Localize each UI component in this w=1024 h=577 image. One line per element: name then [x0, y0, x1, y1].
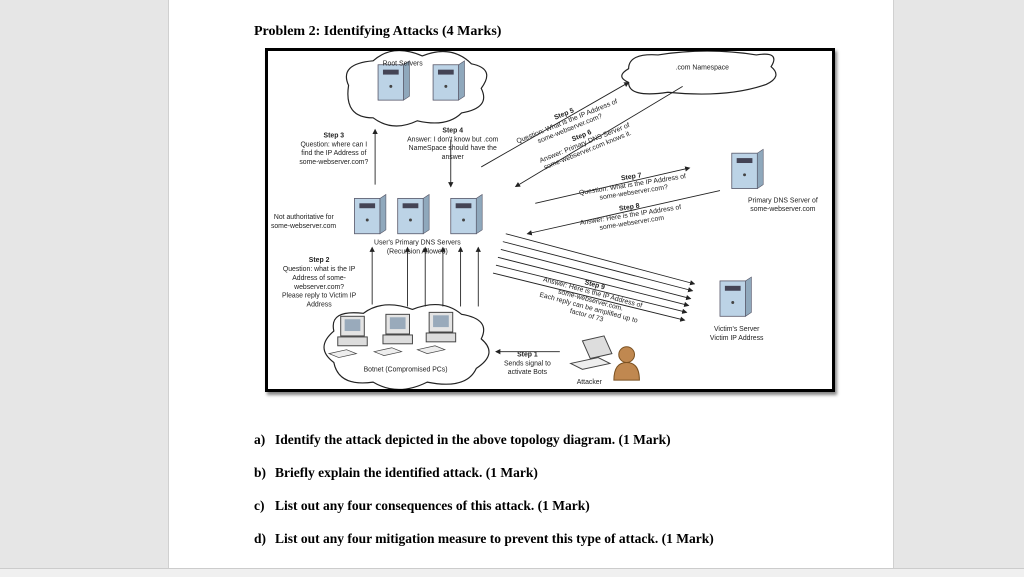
dns-server-icon [450, 193, 483, 235]
step2-text: Step 2 Question: what is the IP Address of… [282, 257, 357, 308]
question-c: c)List out any four consequences of this… [254, 498, 590, 513]
botnet-label: Botnet (Compromised PCs) [364, 366, 448, 373]
primary-dns-label: Primary DNS Server of some-webserver.com [748, 197, 818, 213]
svg-text:Address of some-: Address of some- [292, 275, 346, 282]
status-bar [0, 568, 1024, 577]
svg-text:Step 3: Step 3 [324, 132, 345, 139]
svg-text:answer: answer [442, 154, 465, 161]
document-page: Problem 2: Identifying Attacks (4 Marks) [168, 0, 894, 568]
attacker-person-icon [613, 346, 640, 381]
com-namespace-cloud [621, 50, 777, 95]
svg-text:webserver.com?: webserver.com? [293, 284, 344, 291]
svg-text:Step 7: Step 7 [621, 172, 643, 182]
question-d: d)List out any four mitigation measure t… [254, 531, 714, 546]
attacker-label: Attacker [577, 379, 603, 386]
svg-text:User's Primary DNS Servers: User's Primary DNS Servers [374, 240, 461, 247]
root-servers-label: Root Servers [383, 61, 424, 68]
svg-text:Victim's Server: Victim's Server [714, 326, 760, 333]
com-namespace-label: .com Namespace [676, 65, 730, 72]
dns-server-icon [353, 193, 387, 235]
svg-text:NameSpace should have the: NameSpace should have the [409, 145, 497, 152]
svg-text:Question: what is the IP: Question: what is the IP [283, 266, 356, 273]
svg-text:Step 1: Step 1 [517, 352, 538, 359]
step3-text: Step 3 Question: where can I find the IP A… [299, 132, 368, 166]
attacker-laptop-icon [569, 335, 613, 370]
svg-text:Step 2: Step 2 [309, 257, 330, 264]
svg-text:Victim IP Address: Victim IP Address [710, 335, 764, 342]
question-b: b)Briefly explain the identified attack.… [254, 465, 538, 480]
topology-svg: Root Servers .com Namespace Step 3 Questi… [271, 50, 818, 391]
svg-text:Address: Address [307, 301, 333, 308]
svg-text:(Recursion Allowed): (Recursion Allowed) [387, 248, 448, 255]
dns-servers-label: User's Primary DNS Servers(Recursion All… [374, 240, 461, 256]
svg-text:Answer: I don't know but .com: Answer: I don't know but .com [407, 136, 499, 143]
root-server-icon [432, 60, 466, 101]
victim-server-icon [719, 276, 752, 317]
svg-text:some-webserver.com?: some-webserver.com? [299, 159, 368, 166]
svg-text:activate Bots: activate Bots [508, 369, 548, 376]
svg-text:some-webserver.com: some-webserver.com [271, 223, 336, 230]
svg-text:find the IP Address of: find the IP Address of [301, 150, 366, 157]
svg-text:Please reply to Victim IP: Please reply to Victim IP [282, 293, 357, 300]
svg-text:Step 4: Step 4 [442, 128, 463, 135]
not-authoritative-text: Not authoritative for some-webserver.com [271, 214, 336, 230]
dns-amplification-diagram: Root Servers .com Namespace Step 3 Questi… [265, 48, 835, 392]
problem-title: Problem 2: Identifying Attacks (4 Marks) [254, 24, 502, 39]
svg-text:Step 8: Step 8 [619, 203, 641, 213]
svg-text:Question: where can I: Question: where can I [300, 141, 367, 148]
svg-text:Sends signal to: Sends signal to [504, 360, 551, 367]
dns-server-icon [397, 193, 430, 235]
svg-text:some-webserver.com: some-webserver.com [750, 206, 815, 213]
primary-dns-server-icon [731, 148, 764, 190]
svg-text:Primary DNS Server of: Primary DNS Server of [748, 197, 818, 204]
svg-text:Not authoritative for: Not authoritative for [274, 214, 335, 221]
question-a: a)Identify the attack depicted in the ab… [254, 432, 671, 447]
